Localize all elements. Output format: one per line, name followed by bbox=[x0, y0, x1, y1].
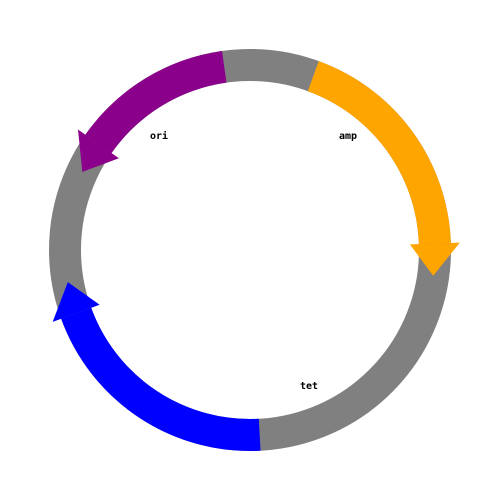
amp-arrow-head bbox=[409, 242, 460, 276]
ori-arc bbox=[85, 50, 227, 154]
feature-arc-amp bbox=[307, 61, 460, 276]
ori-label: ori bbox=[150, 130, 168, 142]
amp-arc bbox=[307, 61, 451, 245]
tet-arrow-head bbox=[52, 282, 100, 322]
feature-arc-ori bbox=[77, 50, 227, 172]
ori-arrow-head bbox=[77, 129, 119, 172]
tet-label: tet bbox=[300, 381, 318, 392]
amp-label: amp bbox=[339, 131, 357, 142]
tet-arc bbox=[61, 307, 261, 451]
feature-arc-tet bbox=[52, 282, 261, 451]
